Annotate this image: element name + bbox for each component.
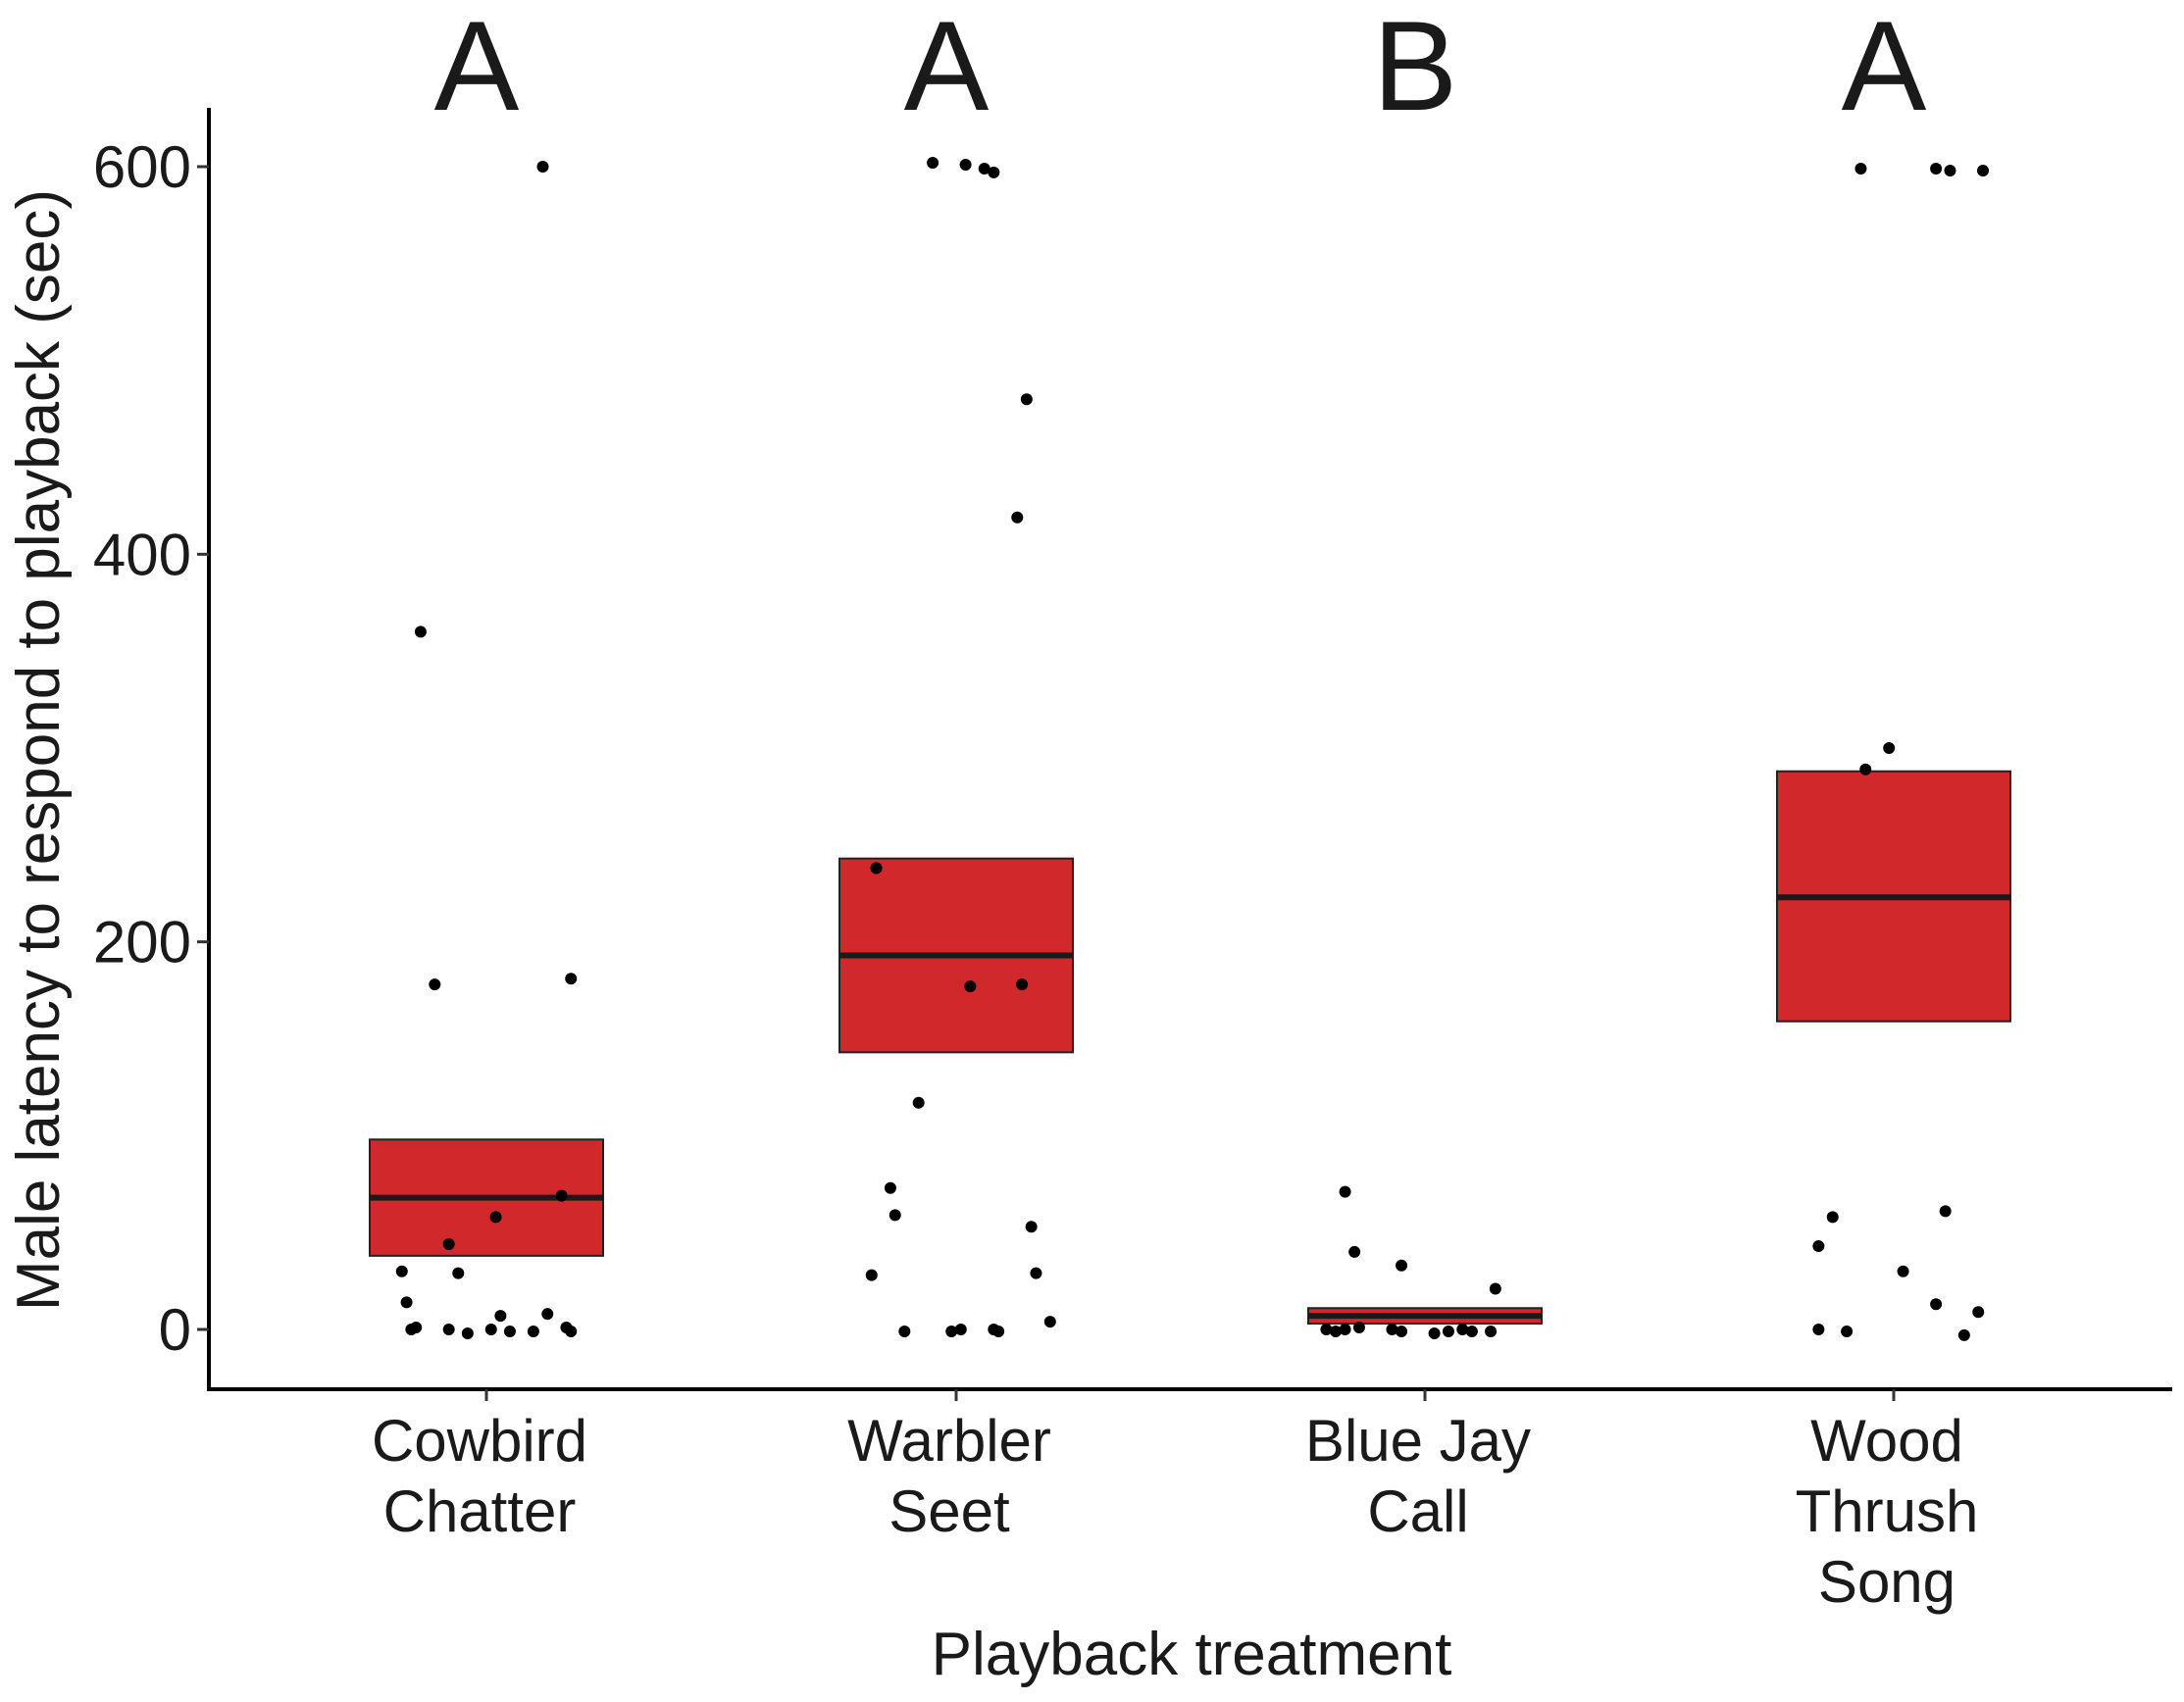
y-tick-label: 0 — [159, 1297, 191, 1363]
x-category-label: Thrush — [1796, 1478, 1979, 1544]
data-point — [429, 978, 441, 991]
data-point — [1930, 162, 1943, 175]
data-point — [1339, 1185, 1351, 1198]
data-point — [452, 1267, 465, 1279]
significance-letter: A — [1842, 0, 1927, 137]
data-point — [1826, 1211, 1839, 1224]
data-point — [565, 1325, 578, 1337]
x-category-label: Cowbird — [372, 1408, 587, 1474]
data-point — [1930, 1298, 1943, 1311]
boxes-layer — [369, 770, 2011, 1326]
data-point — [541, 1308, 554, 1321]
x-category-label: Warbler — [847, 1408, 1051, 1474]
data-point — [1396, 1325, 1408, 1337]
data-point — [1812, 1324, 1825, 1335]
data-point — [1043, 1316, 1056, 1328]
data-point — [1897, 1265, 1909, 1277]
data-point — [1030, 1267, 1042, 1279]
data-point — [978, 162, 990, 175]
data-point — [1812, 1240, 1825, 1253]
data-point — [912, 1096, 925, 1109]
data-point — [1020, 393, 1033, 406]
data-point — [1386, 1324, 1398, 1335]
data-point — [565, 973, 578, 985]
data-point — [442, 1238, 455, 1251]
y-axis-title: Male latency to respond to playback (sec… — [5, 189, 73, 1311]
data-point — [1329, 1325, 1342, 1337]
data-point — [410, 1322, 423, 1334]
x-category-label: Call — [1367, 1478, 1468, 1544]
data-point — [1456, 1324, 1469, 1335]
x-category-label: Wood — [1810, 1408, 1963, 1474]
data-point — [1972, 1306, 1985, 1319]
data-point — [503, 1325, 516, 1337]
data-point — [1854, 162, 1867, 175]
data-point — [489, 1211, 502, 1224]
data-point — [889, 1209, 901, 1222]
data-point — [1339, 1324, 1351, 1335]
data-point — [959, 159, 972, 172]
y-tick-label: 400 — [93, 522, 191, 587]
data-point — [527, 1325, 539, 1337]
data-point — [494, 1310, 507, 1323]
data-point — [1025, 1221, 1038, 1233]
data-point — [1939, 1205, 1952, 1218]
data-point — [1957, 1328, 1970, 1341]
data-point — [1016, 978, 1029, 991]
data-point — [1320, 1324, 1333, 1335]
x-category-label: Song — [1818, 1549, 1955, 1615]
y-tick-label: 200 — [93, 910, 191, 976]
data-point — [988, 166, 1000, 178]
significance-letter: A — [434, 0, 520, 137]
data-point — [484, 1324, 497, 1335]
points-layer — [395, 157, 1990, 1341]
data-point — [1485, 1325, 1498, 1337]
x-category-label: Blue Jay — [1305, 1408, 1531, 1474]
data-point — [395, 1265, 408, 1277]
significance-letter: B — [1373, 0, 1458, 137]
significance-letter: A — [904, 0, 990, 137]
data-point — [1859, 763, 1872, 776]
data-point — [1011, 511, 1024, 524]
x-axis-title: Playback treatment — [932, 1621, 1452, 1688]
data-point — [1465, 1325, 1478, 1337]
axes-layer: 0 200 400 600 — [93, 108, 2172, 1401]
data-point — [870, 862, 883, 875]
data-point — [992, 1325, 1005, 1337]
data-point — [964, 980, 977, 993]
data-point — [1428, 1327, 1441, 1339]
data-point — [1348, 1245, 1361, 1258]
data-point — [1944, 164, 1956, 176]
data-point — [1977, 164, 1990, 176]
data-point — [400, 1296, 413, 1309]
x-category-label: Seet — [889, 1478, 1010, 1544]
data-point — [536, 161, 549, 173]
data-point — [414, 626, 427, 638]
data-point — [1352, 1322, 1365, 1334]
data-point — [555, 1189, 568, 1202]
data-point — [945, 1325, 958, 1337]
data-point — [927, 157, 940, 170]
x-category-label: Chatter — [383, 1478, 577, 1544]
data-point — [884, 1181, 896, 1194]
data-point — [898, 1325, 911, 1337]
data-point — [1841, 1325, 1854, 1337]
data-point — [1396, 1259, 1408, 1272]
data-point — [1489, 1282, 1501, 1295]
data-point — [865, 1269, 878, 1281]
data-point — [1883, 742, 1896, 754]
data-point — [442, 1324, 455, 1335]
data-point — [954, 1324, 967, 1335]
y-tick-label: 600 — [93, 134, 191, 200]
data-point — [1442, 1325, 1454, 1337]
data-point — [461, 1327, 474, 1339]
